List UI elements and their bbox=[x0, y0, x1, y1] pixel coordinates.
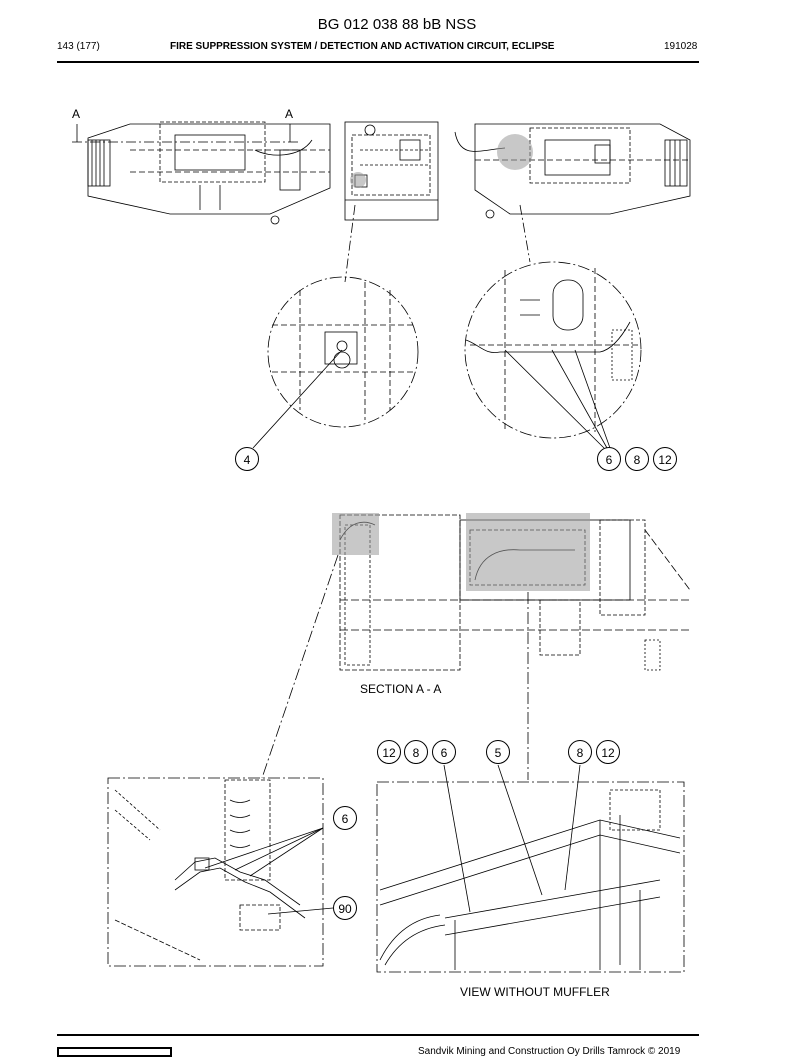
callout-90: 90 bbox=[333, 896, 357, 920]
machine-view-middle bbox=[344, 121, 439, 221]
section-label: SECTION A - A bbox=[360, 682, 442, 696]
footer-copyright: Sandvik Mining and Construction Oy Drill… bbox=[418, 1046, 681, 1057]
callout-6: 6 bbox=[597, 447, 621, 471]
machine-view-left bbox=[87, 121, 331, 225]
highlight-zone-section-right bbox=[466, 513, 590, 591]
view-label: VIEW WITHOUT MUFFLER bbox=[460, 985, 610, 999]
callout-12: 12 bbox=[653, 447, 677, 471]
callout-12-right: 12 bbox=[596, 740, 620, 764]
callout-8-right: 8 bbox=[568, 740, 592, 764]
callout-8: 8 bbox=[625, 447, 649, 471]
callout-6-detail: 6 bbox=[333, 806, 357, 830]
highlight-zone-right bbox=[497, 134, 533, 170]
section-marker-left: A bbox=[72, 107, 81, 121]
detail-circle-right bbox=[464, 261, 642, 439]
detail-box-right bbox=[376, 781, 685, 973]
sandvik-logo bbox=[57, 1047, 172, 1057]
callout-6-mid: 6 bbox=[432, 740, 456, 764]
callout-8-mid: 8 bbox=[404, 740, 428, 764]
header-rule bbox=[57, 61, 699, 63]
detail-box-left bbox=[107, 777, 324, 967]
detail-circle-left bbox=[267, 276, 419, 428]
page-title: FIRE SUPPRESSION SYSTEM / DETECTION AND … bbox=[170, 41, 555, 52]
machine-view-right bbox=[454, 123, 691, 219]
section-marker-right: A bbox=[285, 107, 294, 121]
highlight-zone-section-left bbox=[332, 513, 379, 555]
footer-rule bbox=[57, 1034, 699, 1036]
callout-4: 4 bbox=[235, 447, 259, 471]
page-number: 143 (177) bbox=[57, 41, 100, 52]
document-number: BG 012 038 88 bB NSS bbox=[317, 16, 477, 33]
highlight-zone-middle bbox=[350, 172, 366, 188]
document-date: 191028 bbox=[664, 41, 698, 52]
callout-5: 5 bbox=[486, 740, 510, 764]
callout-12-mid: 12 bbox=[377, 740, 401, 764]
